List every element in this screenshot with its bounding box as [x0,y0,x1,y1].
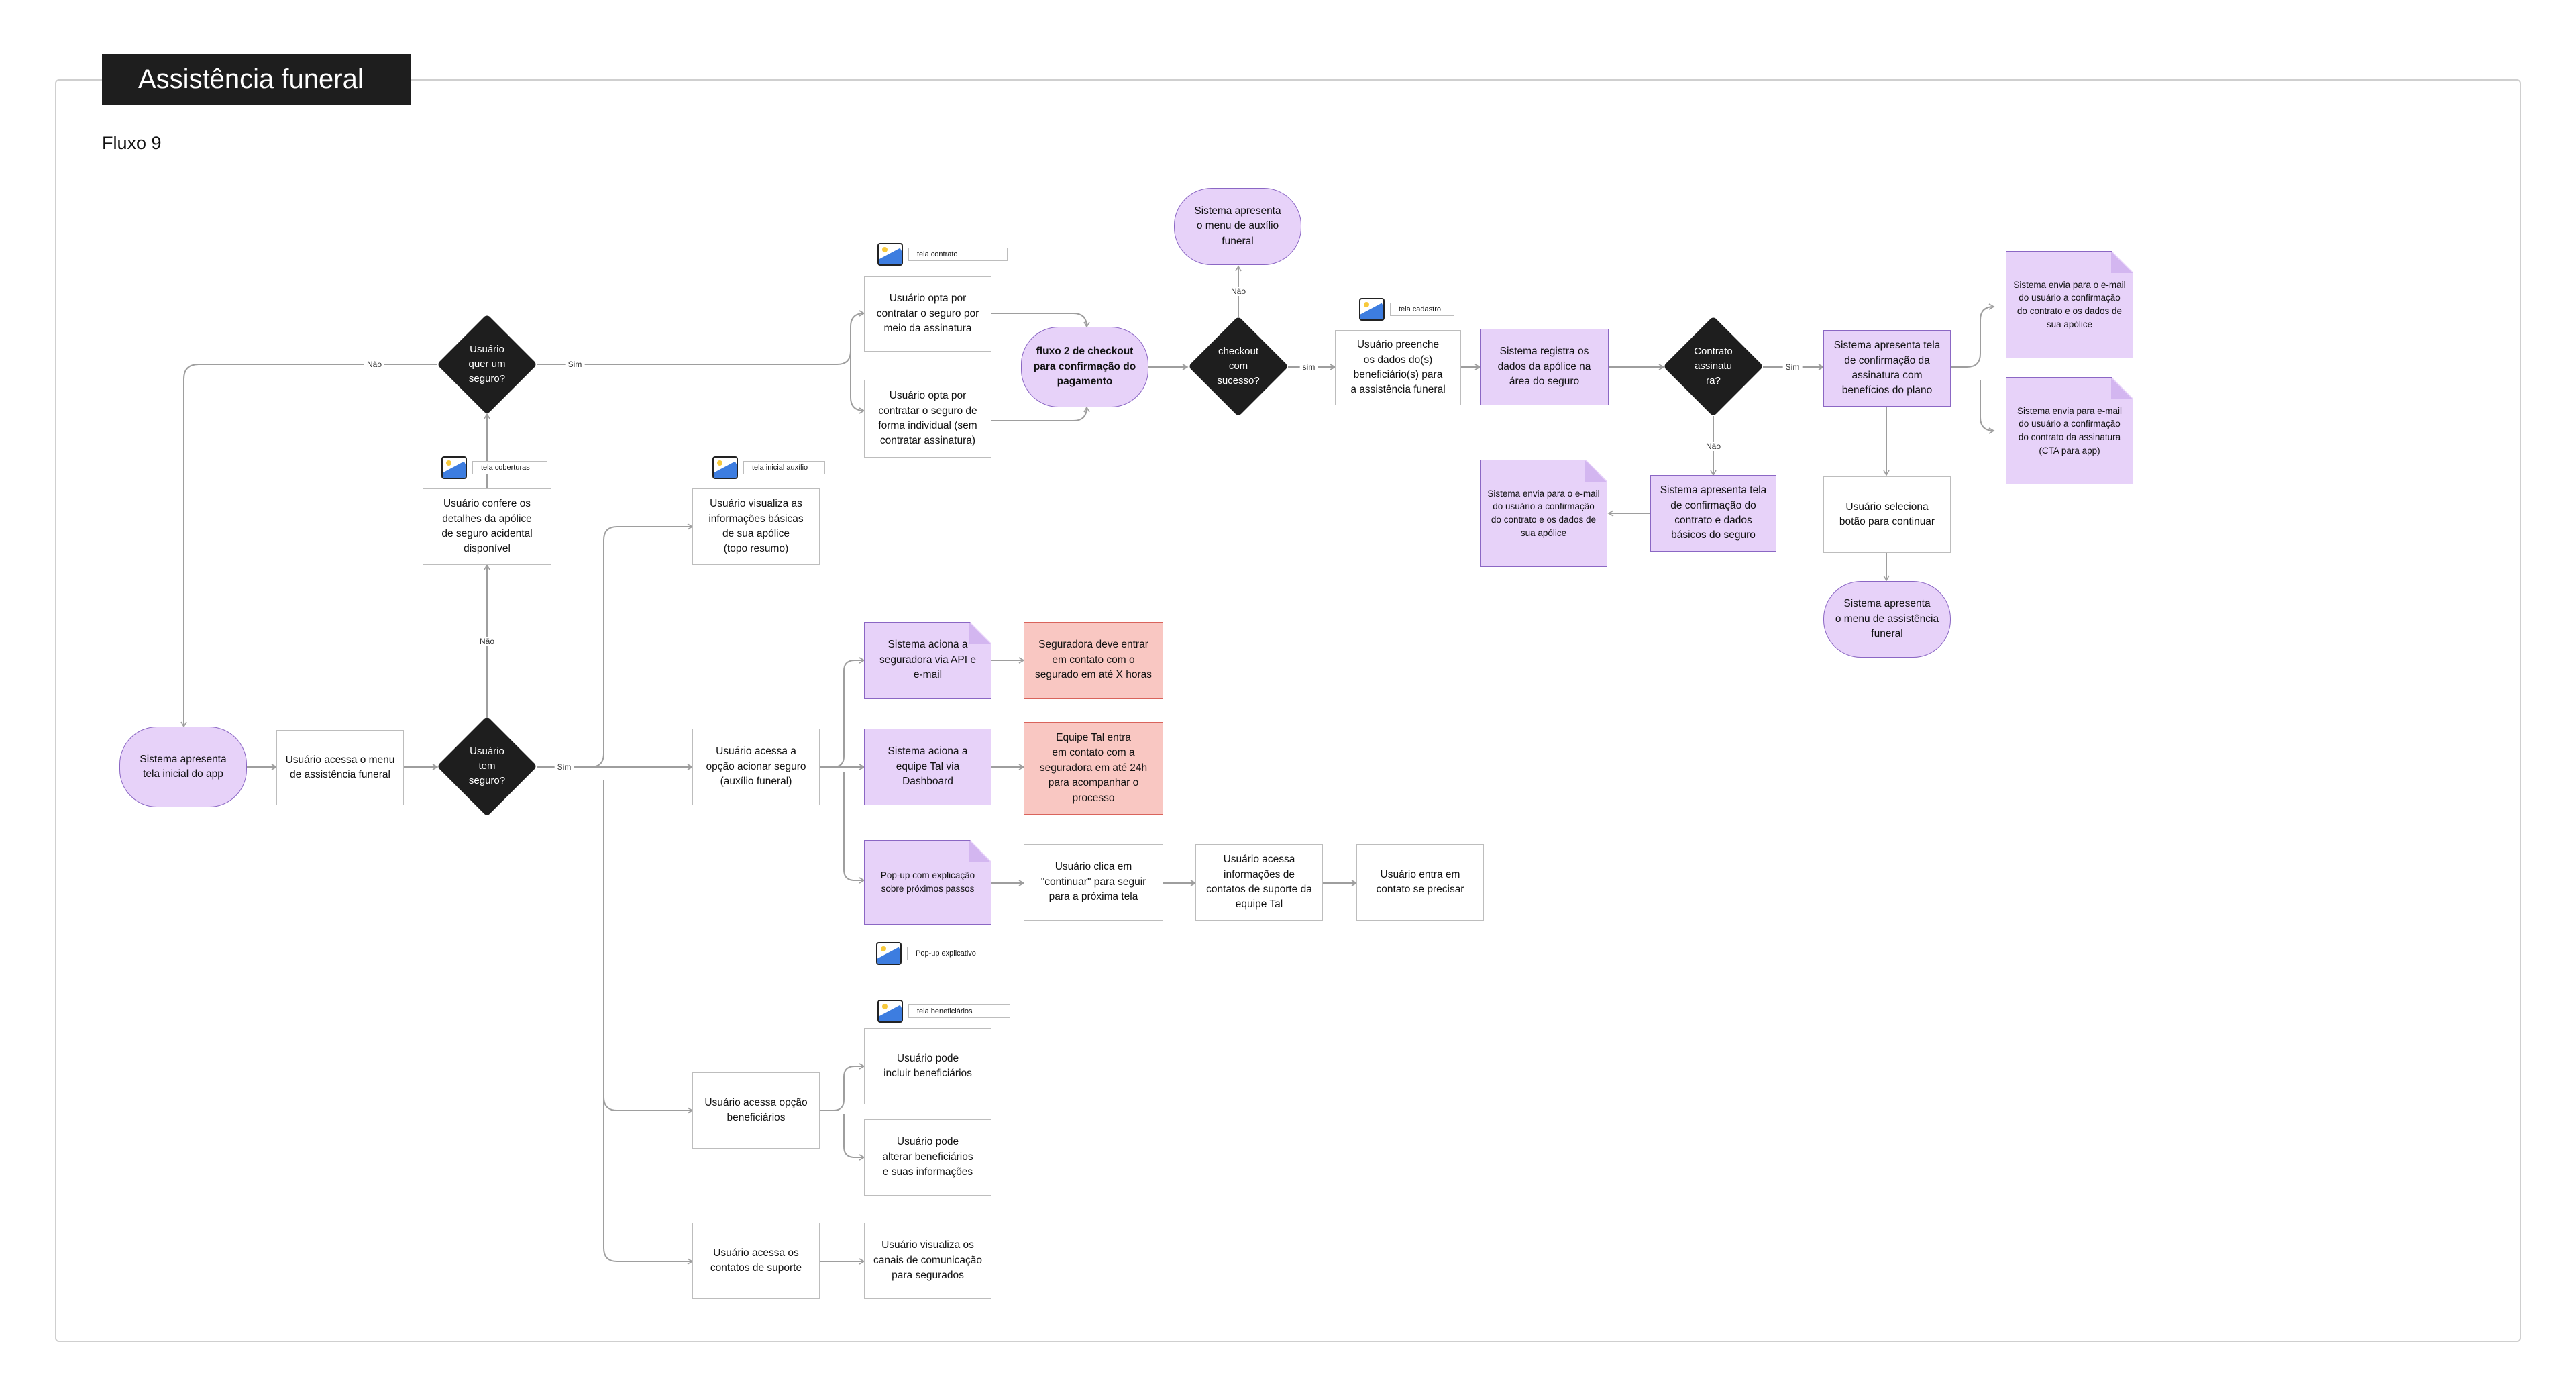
decision-quer-seguro: Usuário quer um seguro? [437,315,537,414]
label-tem-sim: Sim [554,762,574,772]
node-visualiza: Usuário visualiza as informações básicas… [692,488,820,565]
node-incluir: Usuário pode incluir beneficiários [864,1028,991,1104]
image-icon [1359,298,1385,321]
node-menu-assistencia: Sistema apresenta o menu de assistência … [1823,581,1951,658]
image-icon [441,456,467,479]
decision-contrato: Contrato assinatu ra? [1664,317,1763,416]
edge-acionar-api [820,657,865,768]
node-preenche: Usuário preenche os dados do(s) benefici… [1335,330,1461,405]
screen-ref-contrato: tela contrato [877,243,1008,266]
edge-quer-nao-start [180,364,437,728]
screen-tag: Pop-up explicativo [907,947,987,960]
screen-ref-cadastro: tela cadastro [1359,298,1454,321]
node-suporte: Usuário acessa os contatos de suporte [692,1223,820,1299]
node-aciona-api: Sistema aciona a seguradora via API e e-… [864,622,991,699]
node-fluxo2: fluxo 2 de checkout para confirmação do … [1021,327,1148,407]
edge-benef-incluir [820,1063,865,1111]
image-icon [877,243,903,266]
node-beneficiarios: Usuário acessa opção beneficiários [692,1072,820,1149]
decision-text: Contrato assinatu ra? [1694,346,1733,386]
node-alterar: Usuário pode alterar beneficiários e sua… [864,1119,991,1196]
edge-trunk-visualiza [590,523,694,768]
label-quer-nao: Não [364,360,385,369]
edge-telaconf-email2 [1980,380,1995,434]
node-start: Sistema apresenta tela inicial do app [119,727,247,807]
node-clica-continuar: Usuário clica em "continuar" para seguir… [1024,844,1163,921]
node-assinatura: Usuário opta por contratar o seguro por … [864,276,991,352]
edge-trunk-benef [603,780,694,1114]
node-email-3: Sistema envia para o e-mail do usuário a… [1480,460,1607,567]
flow-label: Fluxo 9 [102,133,162,153]
decision-text: Usuário tem seguro? [468,745,506,786]
node-menu: Usuário acessa o menu de assistência fun… [276,730,404,805]
screen-tag: tela inicial auxílio [743,461,825,474]
node-confere: Usuário confere os detalhes da apólice d… [423,488,551,565]
edge-telaconf-email1 [1951,303,1995,368]
edge-quer-sim-assinatura [537,310,865,365]
node-popup: Pop-up com explicação sobre próximos pas… [864,840,991,925]
decision-checkout: checkout com sucesso? [1189,317,1288,416]
decision-text: Usuário quer um seguro? [468,344,506,384]
decision-text: checkout com sucesso? [1217,346,1260,386]
image-icon [877,1000,903,1023]
screen-ref-popup: Pop-up explicativo [876,942,987,965]
label-checkout-sim: sim [1299,362,1318,372]
decision-tem-seguro: Usuário tem seguro? [437,717,537,816]
node-seguradora-contato: Seguradora deve entrar em contato com o … [1024,622,1163,699]
image-icon [876,942,902,965]
label-contrato-nao: Não [1703,442,1724,451]
edge-quer-sim-individual [850,351,865,414]
label-contrato-sim: Sim [1782,362,1803,372]
screen-ref-benef: tela beneficiários [877,1000,1010,1023]
node-seleciona: Usuário seleciona botão para continuar [1823,476,1951,553]
node-infos-suporte: Usuário acessa informações de contatos d… [1195,844,1323,921]
node-individual: Usuário opta por contratar o seguro de f… [864,380,991,458]
node-menu-auxilio: Sistema apresenta o menu de auxílio fune… [1174,188,1301,265]
screen-ref-inicial: tela inicial auxílio [712,456,825,479]
edge-individual-fluxo2 [991,406,1090,421]
edge-benef-alterar [843,1114,865,1161]
page-title: Assistência funeral [102,54,411,105]
screen-tag: tela contrato [908,248,1008,261]
screen-tag: tela beneficiários [908,1004,1010,1018]
node-registra: Sistema registra os dados da apólice na … [1480,329,1609,405]
node-email-1: Sistema envia para o e-mail do usuário a… [2006,251,2133,358]
label-tem-nao: Não [476,637,498,646]
node-canais: Usuário visualiza os canais de comunicaç… [864,1223,991,1299]
screen-ref-coberturas: tela coberturas [441,456,547,479]
node-entra-contato: Usuário entra em contato se precisar [1356,844,1484,921]
label-quer-sim: Sim [565,360,585,369]
canvas-frame [55,79,2521,1342]
edge-assinatura-fluxo2 [991,313,1090,328]
edge-trunk-suporte [603,1097,694,1265]
node-acionar: Usuário acessa a opção acionar seguro (a… [692,729,820,805]
node-equipe-tal: Equipe Tal entra em contato com a segura… [1024,722,1163,815]
image-icon [712,456,738,479]
node-email-2: Sistema envia para e-mail do usuário a c… [2006,377,2133,484]
screen-tag: tela coberturas [472,461,547,474]
screen-tag: tela cadastro [1390,303,1454,316]
node-tela-basicos: Sistema apresenta tela de confirmação do… [1650,475,1776,552]
label-checkout-nao: Não [1228,287,1249,296]
node-tela-confirmacao: Sistema apresenta tela de confirmação da… [1823,330,1951,407]
edge-acionar-popup [843,772,865,884]
node-aciona-dashboard: Sistema aciona a equipe Tal via Dashboar… [864,729,991,805]
